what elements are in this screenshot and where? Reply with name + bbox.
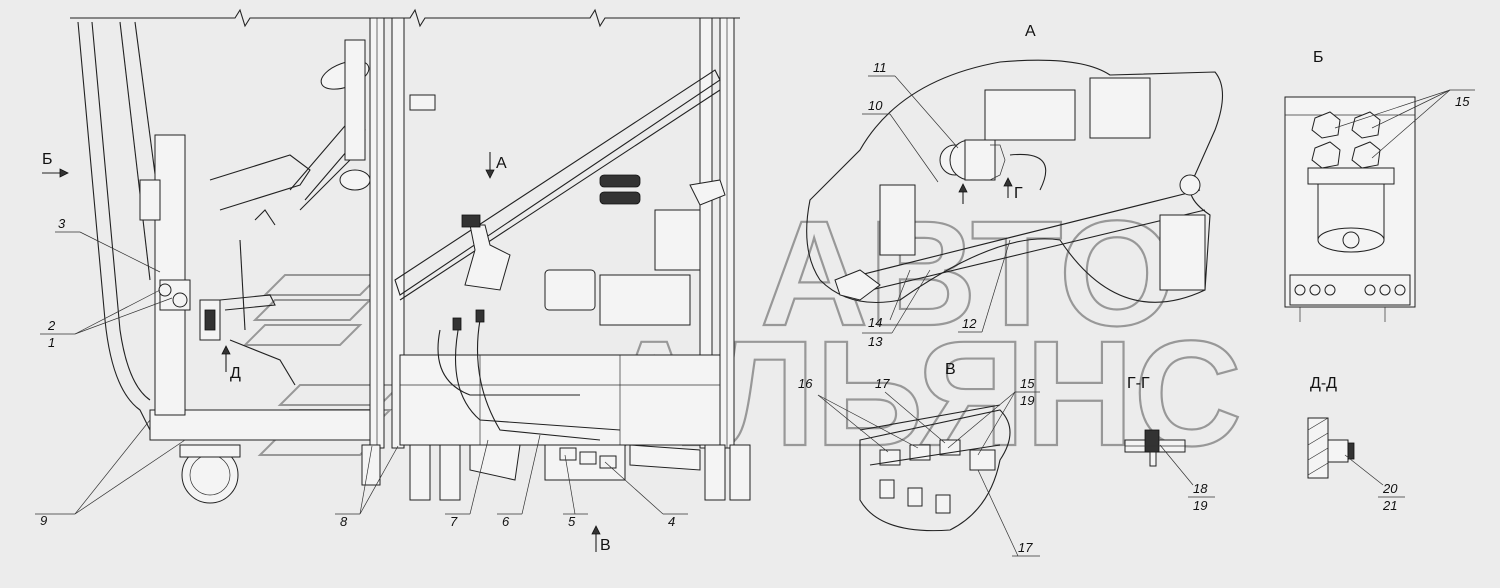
callout-2: 2 [47, 318, 56, 333]
callouts-view-b: 15 [1334, 89, 1475, 159]
arrow-b-label: Б [42, 151, 53, 168]
view-b-title: Б [1313, 49, 1324, 66]
view-d-title: Д-Д [1310, 375, 1337, 392]
arrow-a-label: А [496, 155, 507, 172]
callout-12: 12 [962, 316, 977, 331]
callout-15-v: 15 [1020, 376, 1035, 391]
callouts-main: 3 2 1 9 8 7 6 5 4 [35, 216, 688, 529]
view-a-title: А [1025, 23, 1036, 40]
callout-18: 18 [1193, 481, 1208, 496]
arrow-g-label: Г [1014, 185, 1023, 202]
callout-14: 14 [868, 315, 882, 330]
arrow-d: Д [221, 345, 241, 382]
callout-3: 3 [58, 216, 66, 231]
view-g-title: Г-Г [1127, 375, 1150, 392]
arrow-v: В [591, 525, 611, 554]
view-b: Б [1284, 49, 1416, 322]
callout-8: 8 [340, 514, 348, 529]
callout-10: 10 [868, 98, 883, 113]
callout-7: 7 [450, 514, 458, 529]
callout-19-v: 19 [1020, 393, 1034, 408]
view-d: Д-Д [1307, 375, 1355, 479]
callouts-view-a: 11 10 14 13 12 [862, 60, 1011, 349]
callouts-view-v: 16 17 15 19 17 [798, 376, 1040, 557]
main-cab-view [70, 8, 751, 504]
arrow-v-label: В [600, 537, 611, 554]
callout-19-g: 19 [1193, 498, 1207, 513]
callout-17-a: 17 [875, 376, 890, 391]
callout-21: 21 [1382, 498, 1397, 513]
view-g: Г-Г [1124, 375, 1186, 467]
callout-16: 16 [798, 376, 813, 391]
callout-13: 13 [868, 334, 883, 349]
view-v: В [859, 361, 1011, 532]
watermark-line1: АВТО [760, 189, 1176, 357]
callout-20: 20 [1382, 481, 1398, 496]
view-v-title: В [945, 361, 956, 378]
arrow-a: А [485, 152, 507, 179]
arrow-d-label: Д [230, 365, 241, 382]
callout-9: 9 [40, 513, 47, 528]
callouts-view-d: 20 21 [1344, 454, 1405, 513]
callout-15-b: 15 [1455, 94, 1470, 109]
callout-11: 11 [873, 60, 887, 75]
arrow-b: Б [42, 151, 69, 178]
callouts-view-g: 18 19 [1159, 444, 1215, 513]
view-a: А Г [806, 23, 1224, 303]
callout-17-b: 17 [1018, 540, 1033, 555]
callout-4: 4 [668, 514, 675, 529]
callout-1: 1 [48, 335, 55, 350]
callout-6: 6 [502, 514, 510, 529]
callout-5: 5 [568, 514, 576, 529]
